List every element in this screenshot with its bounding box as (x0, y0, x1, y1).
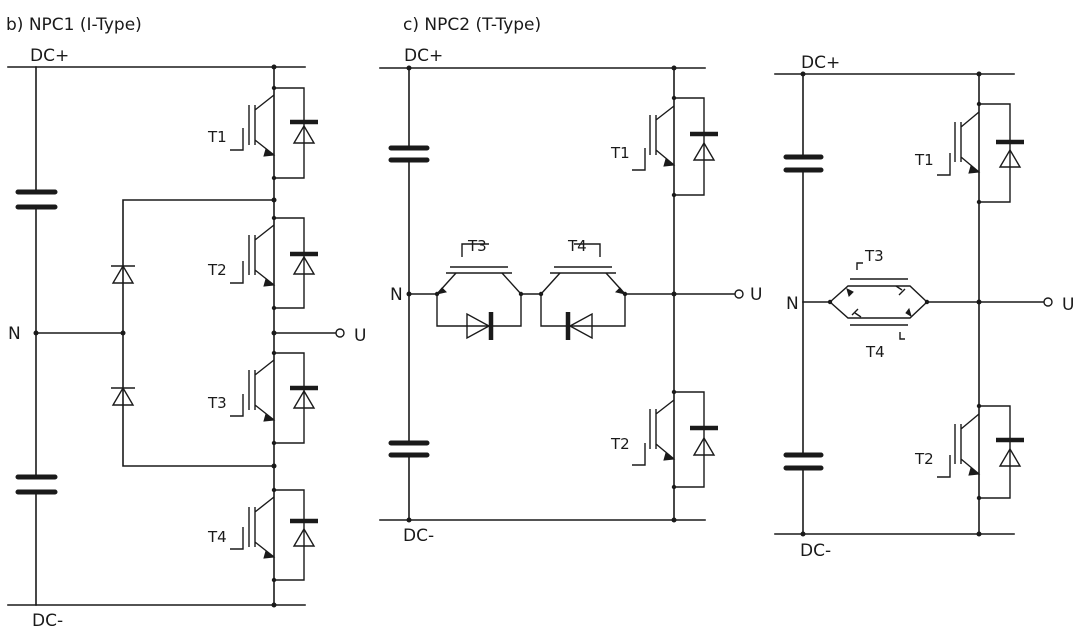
npc2-capacitor-upper (388, 145, 430, 163)
third-dc-rails (774, 73, 1015, 535)
npc1-capacitor-upper (15, 189, 58, 210)
third-bidirectional-switch: T3 T4 (827, 247, 930, 361)
npc1-capacitor-lower (15, 474, 58, 495)
npc1-clamp-branch (122, 199, 275, 467)
third-switch-t2: T2 (914, 403, 1024, 501)
npc1-output-label: U (354, 326, 366, 346)
third-capacitor-upper (783, 154, 824, 173)
third-diagram: DC+ DC- N U T3 T4 (774, 53, 1074, 561)
npc2-switch-t4: T4 (538, 237, 628, 340)
npc2-switch-t1: T1 (610, 95, 718, 198)
npc1-clamp-diode-lower (111, 386, 135, 406)
npc2-output-terminal (734, 289, 744, 299)
third-switch-t1: T1 (914, 101, 1024, 205)
npc2-title: c) NPC2 (T-Type) (403, 15, 541, 35)
npc1-dc-rails (7, 66, 306, 606)
npc2-t4-label: T4 (567, 237, 587, 255)
npc2-dc-rails (379, 67, 706, 521)
npc1-clamp-node (120, 330, 126, 336)
npc1-switch-t3: T3 (207, 350, 318, 446)
npc1-t1-label: T1 (207, 128, 227, 146)
npc2-switch-t2: T2 (610, 389, 718, 490)
npc1-title: b) NPC1 (I-Type) (6, 15, 142, 35)
npc2-switch-t3: T3 (434, 237, 524, 340)
npc1-t4-label: T4 (207, 528, 227, 546)
npc2-t3-label: T3 (467, 237, 487, 255)
npc2-diagram: c) NPC2 (T-Type) DC+ DC- N U T3 (379, 15, 762, 546)
npc1-t3-label: T3 (207, 394, 227, 412)
npc1-neutral-label: N (8, 324, 21, 344)
third-t1-label: T1 (914, 151, 934, 169)
third-dc-plus-label: DC+ (801, 53, 840, 73)
npc1-switch-t4: T4 (207, 487, 318, 583)
npc1-dc-minus-label: DC- (32, 611, 63, 631)
npc1-clamp-diode-upper (111, 264, 135, 284)
npc1-neutral-node (33, 330, 39, 336)
npc1-t2-label: T2 (207, 261, 227, 279)
third-capacitor-lower (783, 452, 824, 471)
third-dc-minus-label: DC- (800, 541, 831, 561)
npc1-dc-plus-label: DC+ (30, 46, 69, 66)
npc2-capacitor-lower (388, 440, 430, 458)
third-t3-label: T3 (864, 247, 884, 265)
npc1-switch-t1: T1 (207, 85, 318, 181)
third-output-terminal (1043, 297, 1053, 307)
npc2-dc-minus-label: DC- (403, 526, 434, 546)
npc2-t2-label: T2 (610, 435, 630, 453)
npc1-output-terminal (335, 328, 345, 338)
third-t4-label: T4 (865, 343, 885, 361)
npc1-switch-t2: T2 (207, 215, 318, 311)
third-output-label: U (1062, 295, 1074, 315)
third-neutral-label: N (786, 294, 799, 314)
npc1-diagram: b) NPC1 (I-Type) DC+ DC- N U (6, 15, 366, 631)
npc2-t1-label: T1 (610, 144, 630, 162)
npc2-output-label: U (750, 285, 762, 305)
third-t2-label: T2 (914, 450, 934, 468)
npc2-dc-plus-label: DC+ (404, 46, 443, 66)
npc2-neutral-label: N (390, 285, 403, 305)
